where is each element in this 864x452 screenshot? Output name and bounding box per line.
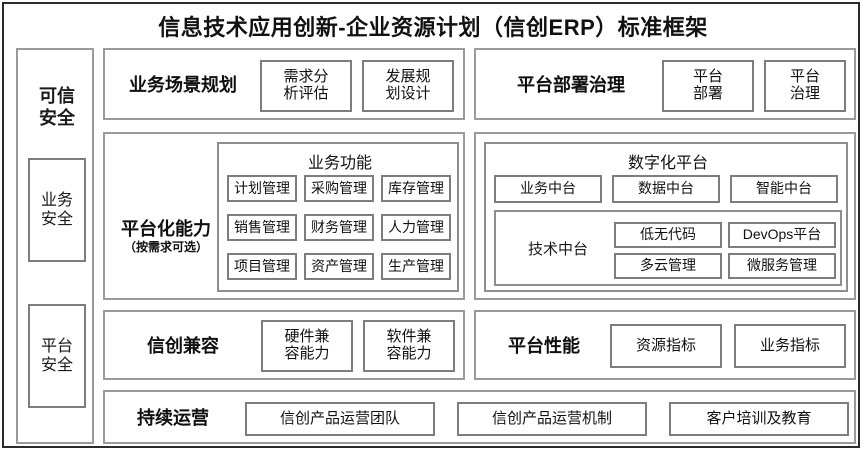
chip-development-planning[interactable]: 发展规 划设计 bbox=[362, 60, 454, 112]
chip-customer-training[interactable]: 客户培训及教育 bbox=[669, 402, 849, 436]
sidebar-heading-label: 可信 安全 bbox=[39, 86, 75, 128]
chip-microservice-management[interactable]: 微服务管理 bbox=[728, 253, 836, 279]
chip-sales-management[interactable]: 销售管理 bbox=[227, 214, 297, 241]
group-business-function: 业务功能 计划管理 采购管理 库存管理 销售管理 财务管理 人力管理 项目管理 … bbox=[217, 142, 459, 292]
chip-requirement-analysis[interactable]: 需求分 析评估 bbox=[260, 60, 352, 112]
chip-resource-metrics[interactable]: 资源指标 bbox=[610, 324, 722, 368]
chip-business-middle-platform[interactable]: 业务中台 bbox=[494, 175, 602, 203]
chip-low-no-code[interactable]: 低无代码 bbox=[614, 222, 722, 248]
outer-frame: 信息技术应用创新-企业资源计划（信创ERP）标准框架 可信 安全 业务 安全 平… bbox=[2, 2, 860, 448]
sidebar-trusted-security: 可信 安全 业务 安全 平台 安全 bbox=[16, 48, 94, 444]
chip-project-management[interactable]: 项目管理 bbox=[227, 253, 297, 280]
chip-inventory-management[interactable]: 库存管理 bbox=[381, 175, 451, 202]
chip-finance-management[interactable]: 财务管理 bbox=[304, 214, 374, 241]
chip-operation-mechanism[interactable]: 信创产品运营机制 bbox=[457, 402, 647, 436]
chip-intelligent-middle-platform[interactable]: 智能中台 bbox=[730, 175, 838, 203]
section-xinchuang-compatibility: 信创兼容 硬件兼 容能力 软件兼 容能力 bbox=[103, 310, 465, 380]
section-label-platform-capability-text: 平台化能力 bbox=[121, 218, 211, 239]
chip-data-middle-platform[interactable]: 数据中台 bbox=[612, 175, 720, 203]
section-platform-deployment-governance: 平台部署治理 平台 部署 平台 治理 bbox=[474, 48, 856, 120]
group-digital-platform: 数字化平台 业务中台 数据中台 智能中台 技术中台 低无代码 DevOps平台 … bbox=[484, 142, 848, 292]
section-continuous-operation: 持续运营 信创产品运营团队 信创产品运营机制 客户培训及教育 bbox=[103, 390, 856, 444]
section-platform-capability: 平台化能力 （按需求可选） 业务功能 计划管理 采购管理 库存管理 销售管理 财… bbox=[103, 132, 465, 300]
group-title-digital-platform: 数字化平台 bbox=[627, 155, 708, 172]
section-digital-platform-wrapper: 数字化平台 业务中台 数据中台 智能中台 技术中台 低无代码 DevOps平台 … bbox=[474, 132, 856, 300]
section-label-platform-capability: 平台化能力 （按需求可选） bbox=[111, 198, 221, 276]
chip-hardware-compatibility[interactable]: 硬件兼 容能力 bbox=[261, 320, 353, 372]
sidebar-item-platform-security[interactable]: 平台 安全 bbox=[28, 304, 86, 408]
sidebar-item-business-security[interactable]: 业务 安全 bbox=[28, 158, 86, 262]
chip-production-management[interactable]: 生产管理 bbox=[381, 253, 451, 280]
section-label-platform-deployment-governance: 平台部署治理 bbox=[517, 75, 625, 95]
group-title-business-function: 业务功能 bbox=[307, 155, 372, 172]
chip-devops-platform[interactable]: DevOps平台 bbox=[728, 222, 836, 248]
chip-business-metrics[interactable]: 业务指标 bbox=[734, 324, 846, 368]
chip-hr-management[interactable]: 人力管理 bbox=[381, 214, 451, 241]
group-technology-middle-platform: 技术中台 低无代码 DevOps平台 多云管理 微服务管理 bbox=[494, 210, 842, 286]
chip-operation-team[interactable]: 信创产品运营团队 bbox=[245, 402, 435, 436]
page-title: 信息技术应用创新-企业资源计划（信创ERP）标准框架 bbox=[158, 15, 708, 40]
group-label-technology-middle-platform: 技术中台 bbox=[527, 241, 588, 258]
chip-software-compatibility[interactable]: 软件兼 容能力 bbox=[363, 320, 455, 372]
section-business-scenario-planning: 业务场景规划 需求分 析评估 发展规 划设计 bbox=[103, 48, 465, 120]
chip-platform-deployment[interactable]: 平台 部署 bbox=[662, 60, 754, 112]
section-label-xinchuang-compatibility: 信创兼容 bbox=[147, 336, 219, 356]
chip-multi-cloud-management[interactable]: 多云管理 bbox=[614, 253, 722, 279]
chip-plan-management[interactable]: 计划管理 bbox=[227, 175, 297, 202]
section-note-optional-on-demand: （按需求可选） bbox=[123, 240, 208, 255]
chip-platform-governance[interactable]: 平台 治理 bbox=[764, 60, 846, 112]
section-label-business-scenario-planning: 业务场景规划 bbox=[129, 75, 237, 95]
chip-asset-management[interactable]: 资产管理 bbox=[304, 253, 374, 280]
chip-procurement-management[interactable]: 采购管理 bbox=[304, 175, 374, 202]
section-label-continuous-operation: 持续运营 bbox=[137, 408, 209, 428]
section-platform-performance: 平台性能 资源指标 业务指标 bbox=[474, 310, 856, 380]
section-label-platform-performance: 平台性能 bbox=[508, 336, 580, 356]
